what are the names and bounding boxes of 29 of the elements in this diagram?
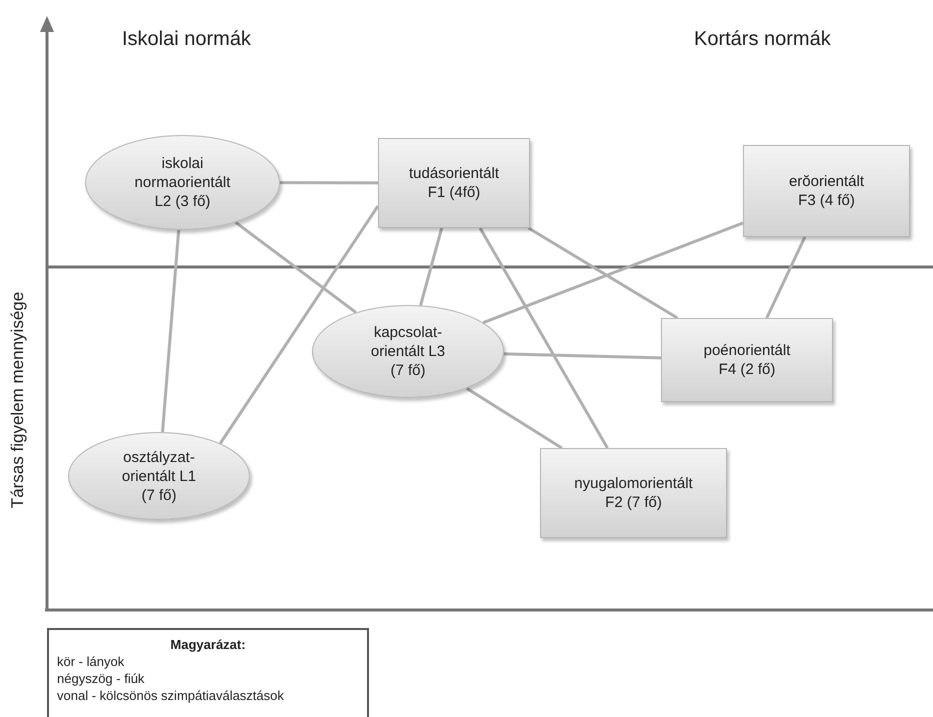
column-heading: Iskolai normák <box>122 28 251 51</box>
connector-line <box>161 230 180 432</box>
axis-title: Társas figyelem mennyisége <box>8 292 28 508</box>
legend-text: vonal - kölcsönös szimpátiaválasztások <box>57 687 285 704</box>
rectangle-node <box>661 318 833 402</box>
node-label: poénorientált F4 (2 fő) <box>702 341 792 379</box>
connector-line <box>504 352 662 360</box>
rectangle-node <box>378 138 530 228</box>
connector-line <box>280 181 378 184</box>
connector-line <box>219 205 380 444</box>
column-heading: Kortárs normák <box>694 28 831 51</box>
node-label: iskolai normaorientált L2 (3 fő) <box>134 154 232 211</box>
connector-line <box>765 236 806 319</box>
legend-text: négyszög - fiúk <box>57 670 146 687</box>
node-label: kapcsolat- orientált L3 (7 fő) <box>370 323 446 380</box>
connector-line <box>466 387 563 450</box>
connector-line <box>528 226 678 320</box>
legend-text: kör - lányok <box>57 653 126 670</box>
rectangle-node <box>540 448 727 538</box>
rectangle-node <box>743 145 910 237</box>
connector-line <box>478 227 609 449</box>
node-label: erŏorientált F3 (4 fő) <box>788 172 866 210</box>
legend-heading: Magyarázat: <box>169 636 247 653</box>
connector-line <box>419 228 444 306</box>
node-label: tudásorientált F1 (4fő) <box>408 164 500 202</box>
connector-line <box>234 221 357 314</box>
node-label: osztályzat- orientált L1 (7 fő) <box>120 448 198 504</box>
node-label: nyugalomorientált F2 (7 fő) <box>573 474 694 512</box>
connector-line <box>482 222 744 324</box>
